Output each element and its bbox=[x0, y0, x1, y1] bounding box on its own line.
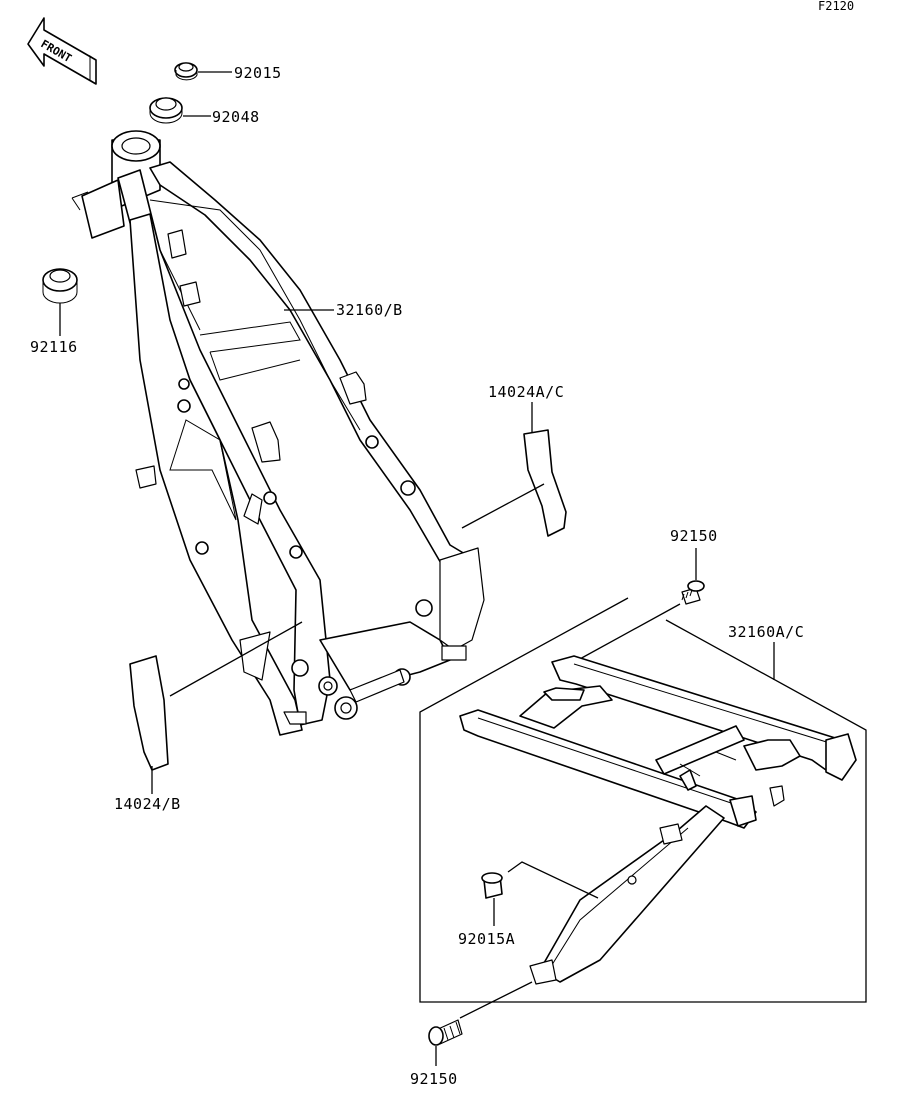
nut-92015-icon bbox=[174, 62, 198, 81]
part-label-92015: 92015 bbox=[234, 64, 282, 82]
leader-92015a bbox=[507, 861, 599, 899]
diagram-code: F2120 bbox=[818, 0, 854, 13]
sub-frame-32160ac bbox=[459, 655, 857, 985]
part-label-92048: 92048 bbox=[212, 108, 260, 126]
part-label-14024ac: 14024A/C bbox=[488, 383, 564, 401]
part-label-14024b: 14024/B bbox=[114, 795, 181, 813]
part-label-92116: 92116 bbox=[30, 338, 78, 356]
bolt-92150-bottom-icon bbox=[428, 1019, 463, 1046]
frame-guard-14024b bbox=[129, 655, 169, 771]
part-label-92150-bottom: 92150 bbox=[410, 1070, 458, 1088]
collar-92015a-icon bbox=[481, 872, 503, 899]
part-label-32160ac: 32160A/C bbox=[728, 623, 804, 641]
seal-92116-icon bbox=[42, 268, 78, 304]
front-arrow-icon: FRONT bbox=[27, 17, 97, 85]
frame-guard-14024ac bbox=[523, 429, 567, 537]
main-frame-32160b bbox=[71, 130, 485, 736]
part-label-92150-top: 92150 bbox=[670, 527, 718, 545]
bolt-92150-top-icon bbox=[681, 580, 705, 605]
part-label-92015a: 92015A bbox=[458, 930, 515, 948]
subframe-group-outline bbox=[419, 597, 867, 1003]
bearing-92048-icon bbox=[149, 97, 183, 124]
part-label-32160b: 32160/B bbox=[336, 301, 403, 319]
